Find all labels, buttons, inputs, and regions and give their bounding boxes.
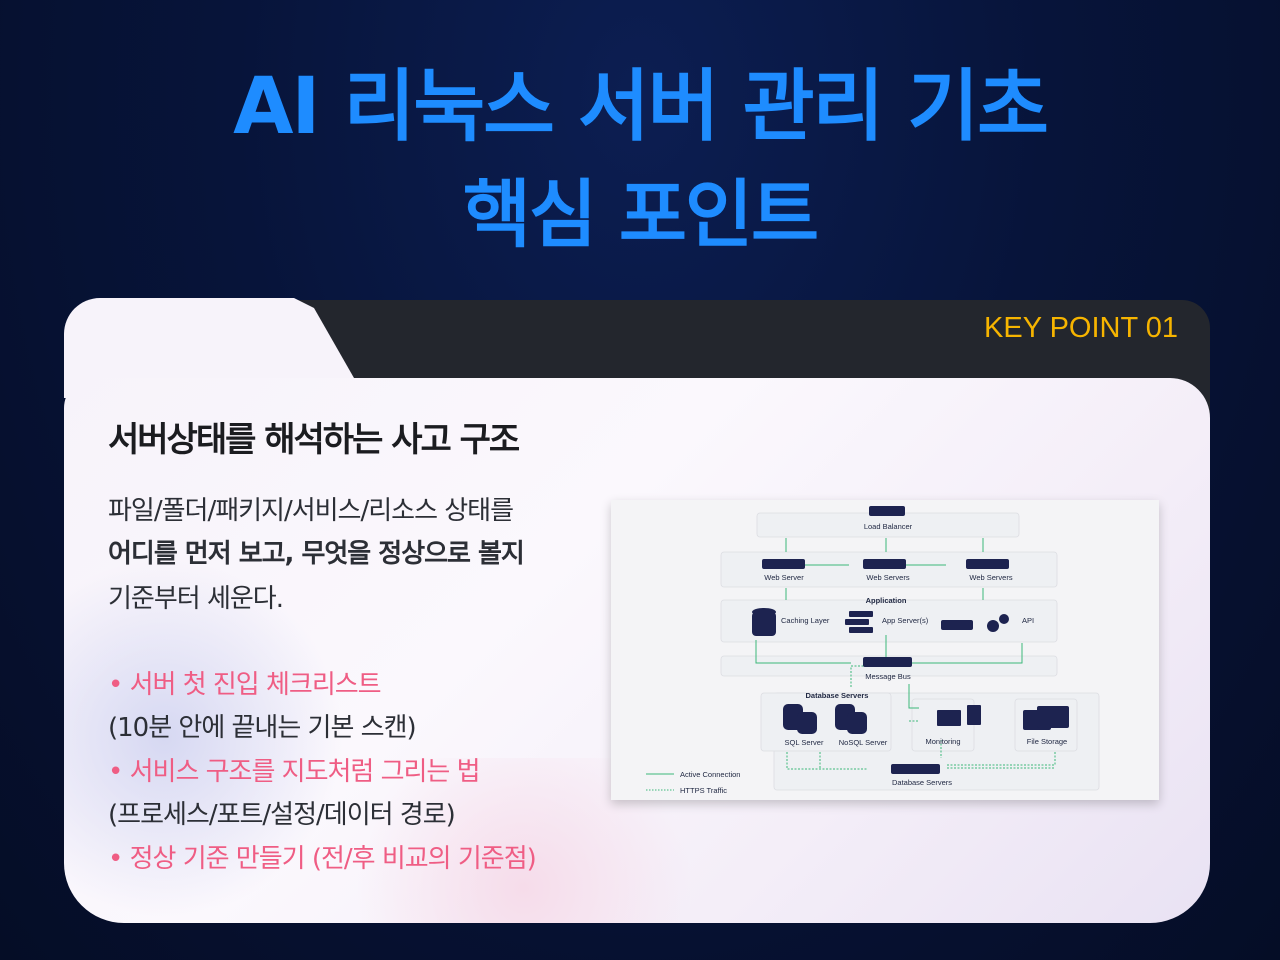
file-storage-label: File Storage xyxy=(1027,737,1067,746)
web-servers-label: Web Servers xyxy=(969,573,1012,582)
monitoring-label: Monitoring xyxy=(925,737,960,746)
bullet-1-title: • 서버 첫 진입 체크리스트 xyxy=(108,670,382,700)
web-servers-label: Web Servers xyxy=(866,573,909,582)
page-subtitle: 핵심 포인트 xyxy=(462,172,819,258)
bullet-2-title: • 서비스 구조를 지도처럼 그리는 법 xyxy=(108,757,481,787)
intro-line-1: 파일/폴더/패키지/서비스/리소스 상태를 xyxy=(108,496,514,526)
architecture-diagram: Load Balancer Web Server Web Servers Web… xyxy=(611,500,1159,800)
web-server-label: Web Server xyxy=(764,573,804,582)
application-label: Application xyxy=(866,596,907,605)
legend-active: Active Connection xyxy=(680,770,740,779)
app-servers-label: App Server(s) xyxy=(882,616,929,625)
key-point-badge: KEY POINT 01 xyxy=(984,312,1178,344)
legend-https: HTTPS Traffic xyxy=(680,786,727,795)
bullet-3-title: • 정상 기준 만들기 (전/후 비교의 기준점) xyxy=(108,844,537,874)
server-icon xyxy=(752,506,1069,774)
message-bus-label: Message Bus xyxy=(865,672,911,681)
intro-line-2: 어디를 먼저 보고, 무엇을 정상으로 볼지 xyxy=(108,539,525,569)
intro-line-3: 기준부터 세운다. xyxy=(108,584,284,614)
api-label: API xyxy=(1022,616,1034,625)
caching-label: Caching Layer xyxy=(781,616,830,625)
nosql-label: NoSQL Server xyxy=(839,738,888,747)
db-bottom-label: Database Servers xyxy=(892,778,952,787)
load-balancer-label: Load Balancer xyxy=(864,522,913,531)
page-title: AI 리눅스 서버 관리 기초 xyxy=(233,62,1049,152)
section-heading: 서버상태를 해석하는 사고 구조 xyxy=(108,420,520,460)
bullet-1-sub: (10분 안에 끝내는 기본 스캔) xyxy=(108,713,417,743)
bullet-2-sub: (프로세스/포트/설정/데이터 경로) xyxy=(108,800,456,830)
sql-label: SQL Server xyxy=(785,738,824,747)
db-group-label: Database Servers xyxy=(806,691,869,700)
